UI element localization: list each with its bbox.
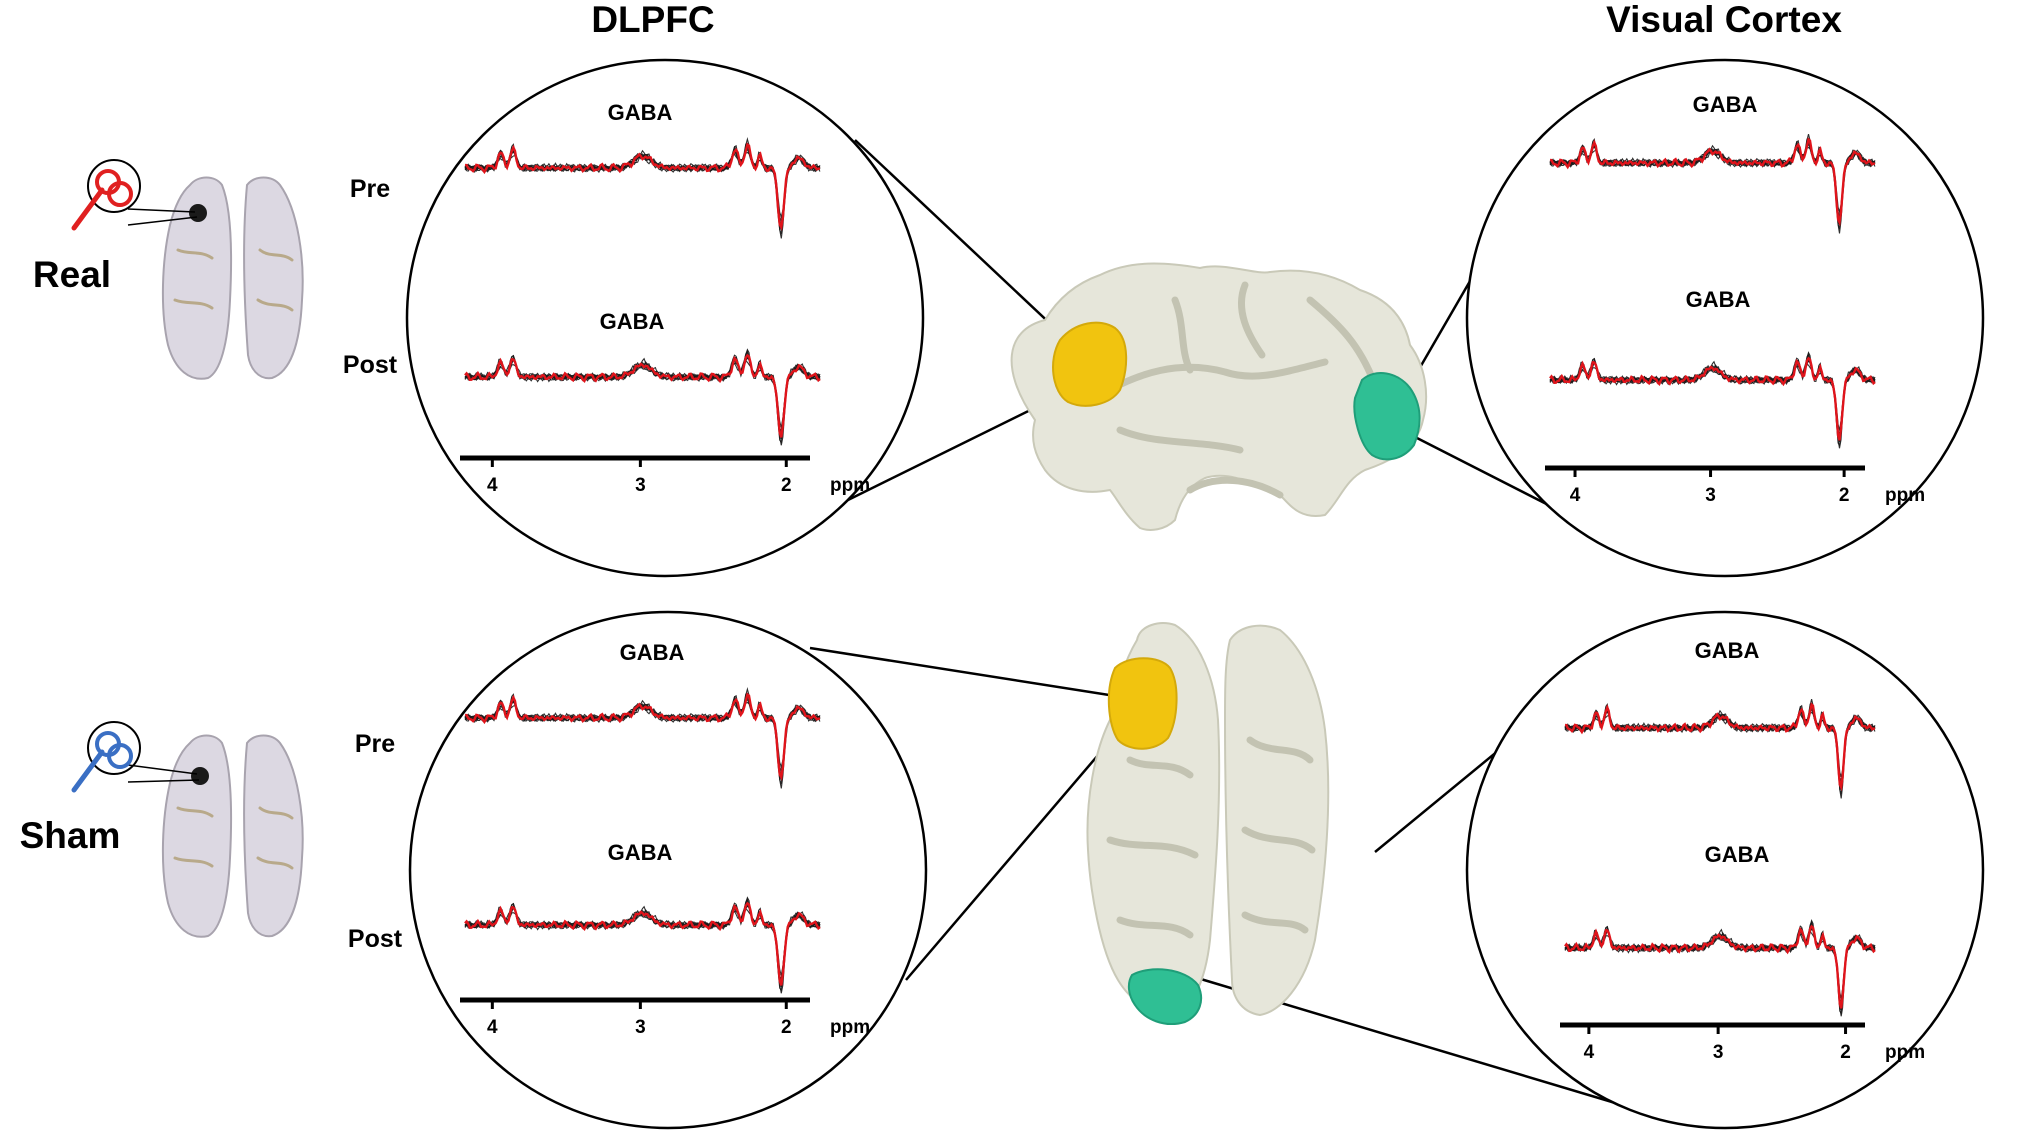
sham-visual-post-average-trace <box>1564 924 1876 1009</box>
sham-dlpfc-tick-label: 2 <box>781 1017 792 1038</box>
real-dlpfc-ppm-unit-label: ppm <box>830 475 870 496</box>
real-mini-brain <box>71 159 304 380</box>
visual-cortex-heading: Visual Cortex <box>1606 0 1842 40</box>
sham-visual-pre-average-trace <box>1564 702 1876 792</box>
sham-pre-label: Pre <box>355 730 395 758</box>
dlpfc-roi-lateral <box>1052 321 1128 407</box>
figure-eight-coil-icon <box>71 731 133 793</box>
real-dlpfc-tick-label: 4 <box>487 475 498 496</box>
visual-roi-top <box>1127 968 1203 1025</box>
gaba-label-real-dlpfc-pre: GABA <box>608 100 673 125</box>
real-dlpfc-post-average-trace <box>464 353 821 438</box>
sham-dlpfc-spectra-circle <box>408 610 928 1130</box>
sham-stimulation-site <box>191 767 209 785</box>
real-visual-pre-average-trace <box>1549 137 1876 227</box>
sham-dlpfc-pre-average-trace <box>464 692 821 781</box>
gaba-label-sham-dlpfc-pre: GABA <box>620 640 685 665</box>
real-pre-label: Pre <box>350 175 390 203</box>
gaba-label-sham-visual-pre: GABA <box>1695 638 1760 663</box>
sham-dlpfc-tick-label: 3 <box>635 1017 646 1038</box>
sham-group-label: Sham <box>20 815 121 856</box>
real-group-label: Real <box>33 254 111 295</box>
lateral-brain-view <box>1010 262 1428 531</box>
gaba-label-sham-visual-post: GABA <box>1705 842 1770 867</box>
real-visual-tick-label: 3 <box>1705 485 1716 506</box>
real-dlpfc-spectra <box>464 136 821 446</box>
sham-visual-ppm-unit-label: ppm <box>1885 1042 1925 1063</box>
sham-dlpfc-tick-label: 4 <box>487 1017 498 1038</box>
sham-visual-tick-label: 3 <box>1713 1042 1724 1063</box>
sham-dlpfc-ppm-unit-label: ppm <box>830 1017 870 1038</box>
real-visual-spectra <box>1549 133 1876 449</box>
figure-eight-coil-icon <box>71 169 133 231</box>
real-visual-spectra-circle <box>1465 58 1985 578</box>
real-dlpfc-spectra-circle <box>405 58 925 578</box>
dlpfc-roi-top <box>1107 657 1178 750</box>
visual-roi-lateral <box>1353 372 1421 461</box>
spectra-traces <box>464 133 1876 1017</box>
gaba-label-real-dlpfc-post: GABA <box>600 309 665 334</box>
gaba-label-sham-dlpfc-post: GABA <box>608 840 673 865</box>
ppm-axes: 4 3 2 ppm 4 3 2 ppm 4 3 2 ppm 4 3 2 ppm <box>460 455 1925 1063</box>
top-down-brain-view <box>1086 622 1330 1025</box>
real-visual-tick-label: 2 <box>1839 485 1850 506</box>
sham-post-label: Post <box>348 925 403 953</box>
real-dlpfc-tick-label: 2 <box>781 475 792 496</box>
real-dlpfc-pre-average-trace <box>464 142 821 231</box>
sham-dlpfc-post-average-trace <box>464 901 821 986</box>
gaba-label-real-visual-post: GABA <box>1686 287 1751 312</box>
real-stimulation-site <box>189 204 207 222</box>
sham-visual-spectra <box>1564 698 1876 1017</box>
real-visual-ppm-unit-label: ppm <box>1885 485 1925 506</box>
sham-visual-tick-label: 2 <box>1840 1042 1851 1063</box>
sham-visual-tick-label: 4 <box>1584 1042 1595 1063</box>
real-visual-tick-label: 4 <box>1570 485 1581 506</box>
sham-dlpfc-spectra <box>464 686 821 994</box>
real-visual-post-average-trace <box>1549 356 1876 441</box>
sham-visual-spectra-circle <box>1465 610 1985 1130</box>
real-post-label: Post <box>343 351 398 379</box>
dlpfc-heading: DLPFC <box>591 0 714 40</box>
real-dlpfc-tick-label: 3 <box>635 475 646 496</box>
gaba-label-real-visual-pre: GABA <box>1693 92 1758 117</box>
sham-mini-brain <box>71 721 304 938</box>
